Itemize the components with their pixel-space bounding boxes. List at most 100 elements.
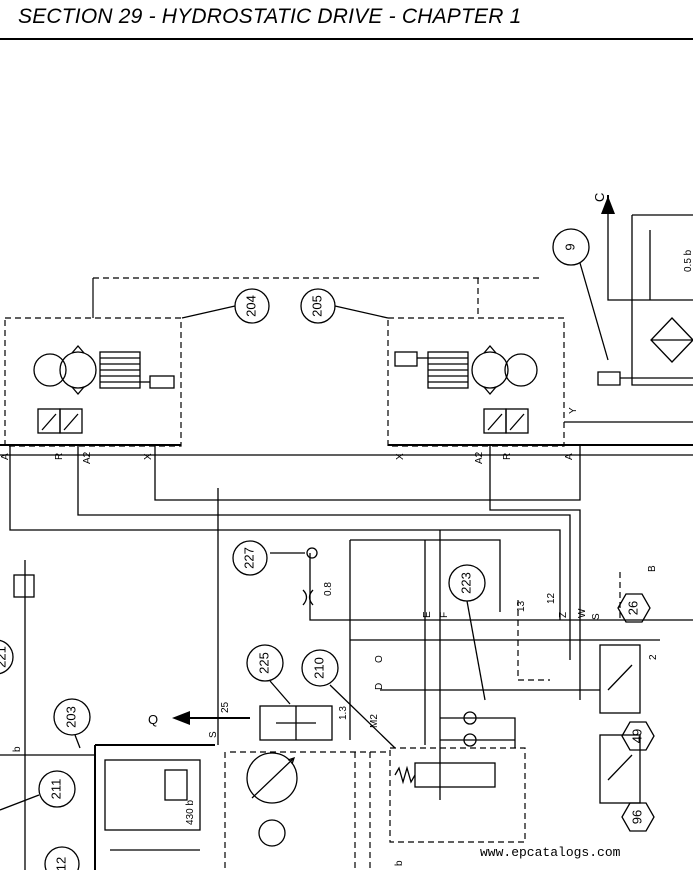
filter-element	[650, 317, 693, 363]
callout-225: 225	[246, 644, 291, 705]
solenoid-valve-96	[599, 734, 641, 804]
port-label-y: Y	[568, 407, 579, 414]
port-label-o: W	[577, 608, 588, 618]
left-hydraulic-motor	[33, 345, 175, 395]
left-motor-enclosure	[4, 317, 182, 447]
line-r	[77, 445, 571, 660]
port-label-s-left: S	[208, 731, 219, 738]
line-filter-box	[631, 214, 693, 386]
callout-49-label: 49	[629, 729, 644, 743]
value-1-3: 1.3	[338, 706, 349, 720]
orifice-227	[306, 547, 318, 559]
callout-203: 203	[53, 698, 91, 749]
line-x-left	[154, 445, 581, 501]
relief-valve-430b	[164, 769, 188, 801]
line-drain-left	[9, 445, 561, 620]
port-label-13: B	[647, 565, 658, 572]
callout-12-label: 12	[53, 857, 68, 870]
variable-pump-arrow	[251, 756, 296, 799]
port-label-2: 12	[546, 592, 557, 604]
port-label-a-left: A	[0, 453, 11, 460]
callout-223-label: 223	[458, 572, 473, 594]
callout-26-label: 26	[625, 601, 640, 615]
port-label-r-left: R	[54, 453, 65, 460]
callout-223: 223	[448, 564, 486, 701]
port-label-x-left: X	[143, 453, 154, 460]
port-label-r-right: R	[502, 453, 513, 460]
callout-26: 26	[617, 593, 651, 623]
arrow-c-head	[601, 196, 615, 214]
solenoid-arrows	[607, 664, 633, 781]
callout-9: 9	[552, 228, 609, 361]
line-s-pilot	[517, 572, 621, 681]
port-label-a2-right: A2	[474, 451, 485, 464]
port-label-n: Z	[558, 612, 569, 618]
port-label-a2-left: A2	[82, 451, 93, 464]
port-label-q: Q	[148, 712, 158, 727]
line-a2	[489, 445, 581, 700]
left-shuttle-valve	[37, 408, 83, 434]
page-title: SECTION 29 - HYDROSTATIC DRIVE - CHAPTER…	[18, 5, 522, 28]
port-label-w: 2	[648, 654, 659, 660]
port-label-12: b	[12, 746, 23, 752]
callout-9-label: 9	[562, 243, 577, 250]
callout-211-label: 211	[48, 779, 63, 800]
charge-pump	[258, 819, 286, 847]
callout-211: 211	[0, 770, 76, 811]
callout-221: 221	[0, 639, 14, 675]
port-label-z: S	[591, 613, 602, 620]
left-relief-block	[104, 759, 201, 831]
port-label-s-pilot: 13	[516, 600, 527, 612]
check-valve-1	[463, 711, 477, 725]
relief-valve-9	[597, 371, 693, 386]
callout-205: 205	[300, 288, 389, 324]
line-right-supply	[607, 210, 693, 301]
callout-204-label: 204	[243, 295, 258, 317]
solenoid-valve-49	[599, 644, 641, 714]
value-430b: 430 b	[185, 800, 196, 825]
left-lines-bottom	[24, 560, 200, 870]
port-label-c-top: C	[592, 193, 607, 202]
callout-227: 227	[232, 540, 268, 576]
callout-221-label: 221	[0, 646, 8, 668]
callout-49: 49	[621, 721, 655, 751]
port-label-25: 25	[220, 701, 231, 713]
page-header: SECTION 29 - HYDROSTATIC DRIVE - CHAPTER…	[0, 0, 693, 40]
watermark: www.epcatalogs.com	[480, 845, 621, 860]
callout-205-label: 205	[309, 295, 324, 317]
variable-pump	[246, 752, 298, 804]
arrow-q-head	[172, 711, 190, 725]
port-label-b: b	[394, 860, 405, 866]
line-m2	[349, 540, 693, 740]
pilot-line-top	[92, 277, 540, 318]
port-label-a-right: A	[564, 453, 575, 460]
callout-227-label: 227	[241, 547, 256, 569]
orifice-08	[302, 589, 314, 606]
callout-210-label: 210	[311, 657, 326, 679]
right-shuttle-valve	[483, 408, 529, 434]
port-label-e: E	[422, 611, 433, 618]
port-label-x-right: X	[395, 453, 406, 460]
callout-203-label: 203	[63, 706, 78, 728]
value-0-5b: 0.5 b	[683, 249, 693, 272]
right-hydraulic-motor	[394, 345, 538, 395]
callout-225-label: 225	[256, 652, 271, 674]
port-label-c: O	[374, 655, 385, 663]
directional-valve	[414, 762, 496, 788]
line-227	[270, 552, 350, 621]
callout-204: 204	[181, 288, 270, 324]
valve-spring	[394, 765, 416, 785]
callout-96: 96	[621, 802, 655, 832]
callout-96-label: 96	[629, 810, 644, 824]
value-0-8: 0.8	[323, 582, 334, 596]
pump-dashed-lines	[224, 751, 390, 870]
dashed-box-lower	[389, 747, 526, 843]
line-center-box	[350, 539, 501, 612]
left-relief-221	[13, 574, 35, 598]
port-label-m2: M2	[369, 714, 380, 728]
callout-12: 12	[44, 846, 80, 870]
line-check-valves	[440, 717, 516, 748]
check-valve-2	[463, 733, 477, 747]
pump-control-detail	[276, 706, 316, 740]
